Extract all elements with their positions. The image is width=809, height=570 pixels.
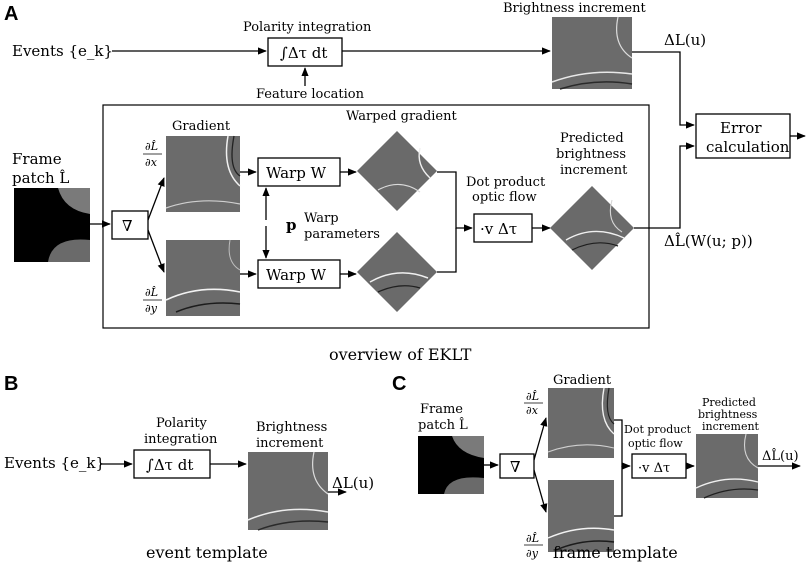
a-v-dtau-label: ·v Δτ [480,220,517,238]
a-error-calculation-box [695,113,791,159]
a-dLdx-den: ∂x [145,156,158,169]
a-dLdy-den: ∂y [145,302,158,315]
c-dot-product-line1: Dot product [624,423,692,436]
a-warp-params-p: p [286,216,297,234]
a-nabla-to-dx-arrow [147,177,165,221]
a-brightness-increment-label: Brightness increment [503,1,646,16]
a-top-to-dot-arrow [437,171,473,232]
b-polarity-line1: Polarity [156,416,208,431]
a-brightness-to-error-arrow [632,51,695,129]
a-predicted-line3: increment [560,163,628,178]
a-predicted-line1: Predicted [560,131,624,146]
a-frame-label-line2: patch L̂ [12,169,69,187]
a-warped-gradient-top-image [357,131,437,211]
c-dLdx-num: ∂L̂ [526,390,539,403]
a-feature-location-label: Feature location [256,87,365,102]
c-dLdy-num: ∂L̂ [526,532,539,545]
b-integral-label: ∫Δτ dt [146,456,193,474]
b-delta-L-label: ΔL(u) [332,474,374,492]
c-frame-line2: patch L̂ [418,417,468,433]
c-gradient-dx-image [547,387,615,458]
c-nabla-box [499,453,535,479]
c-nabla-to-dy-arrow [533,469,548,513]
a-nabla-to-dy-arrow [147,229,165,273]
c-dLdy-den: ∂y [526,547,539,560]
a-events-label: Events {e_k} [12,42,113,60]
c-dot-product-line2: optic flow [628,437,683,450]
b-brightness-line1: Brightness [256,420,327,435]
a-warped-gradient-bottom-image [357,232,437,312]
b-integral-box [133,449,211,479]
a-warp-top-label: Warp W [266,164,327,182]
c-frame-line1: Frame [420,402,463,417]
b-brightness-increment-image [247,451,329,531]
a-dot-product-line1: Dot product [466,175,546,190]
a-delta-L-hat-label: ΔL̂(W(u; p)) [664,232,753,250]
a-dLdx-num: ∂L̂ [145,140,158,153]
a-caption: overview of EKLT [329,345,472,364]
a-predicted-to-error-arrow [634,142,695,229]
a-predicted-brightness-image [550,186,634,270]
a-integral-box [267,37,343,67]
b-caption: event template [146,543,268,562]
c-delta-L-hat-label: ΔL̂(u) [762,448,799,464]
panel-c-letter: C [392,373,406,395]
a-frame-patch-image [14,188,90,262]
a-delta-L-label: ΔL(u) [664,31,706,49]
c-caption: frame template [553,543,678,562]
b-polarity-line2: integration [144,432,218,447]
a-warp-params-line2: parameters [304,227,380,242]
c-nabla-to-dx-arrow [533,417,548,461]
a-nabla-label: ∇ [122,217,132,235]
b-brightness-line2: increment [256,436,324,451]
c-predicted-line3: increment [702,420,760,433]
a-warp-bottom-box [257,259,341,289]
a-predicted-line2: brightness [556,147,626,162]
panel-b-letter: B [4,373,18,395]
a-integral-label: ∫Δτ dt [280,44,327,62]
a-v-dtau-box [473,213,533,243]
c-dx-to-dot-arrow [614,419,631,470]
a-warp-params-line1: Warp [304,211,339,226]
a-brightness-increment-image [551,16,633,90]
a-bottom-to-dot-line [437,228,457,273]
c-nabla-label: ∇ [510,458,520,476]
c-frame-patch-image [418,436,484,494]
c-v-dtau-label: ·v Δτ [638,461,670,476]
c-v-dtau-box [631,453,687,479]
a-polarity-integration-label: Polarity integration [243,20,372,35]
a-gradient-dx-image [165,135,241,212]
c-predicted-line2: brightness [698,408,758,421]
a-dot-product-line2: optic flow [472,190,537,205]
a-warp-bottom-label: Warp W [266,266,327,284]
a-warped-gradient-label: Warped gradient [346,109,457,124]
c-dy-to-dot-line [614,466,623,517]
c-predicted-brightness-image [695,433,759,499]
a-overview-frame [102,104,650,329]
a-error-line2: calculation [706,138,790,156]
b-events-label: Events {e_k} [4,454,105,472]
a-gradient-dy-image [165,239,241,316]
c-gradient-dy-image [547,480,615,552]
c-predicted-line1: Predicted [702,396,756,409]
a-nabla-box [111,210,149,240]
a-dLdy-num: ∂L̂ [145,286,158,299]
a-gradient-label: Gradient [172,119,231,134]
c-dLdx-den: ∂x [526,404,539,417]
a-error-line1: Error [720,119,762,137]
panel-a-letter: A [4,3,18,25]
c-gradient-label: Gradient [553,373,612,388]
a-frame-label-line1: Frame [12,150,62,168]
